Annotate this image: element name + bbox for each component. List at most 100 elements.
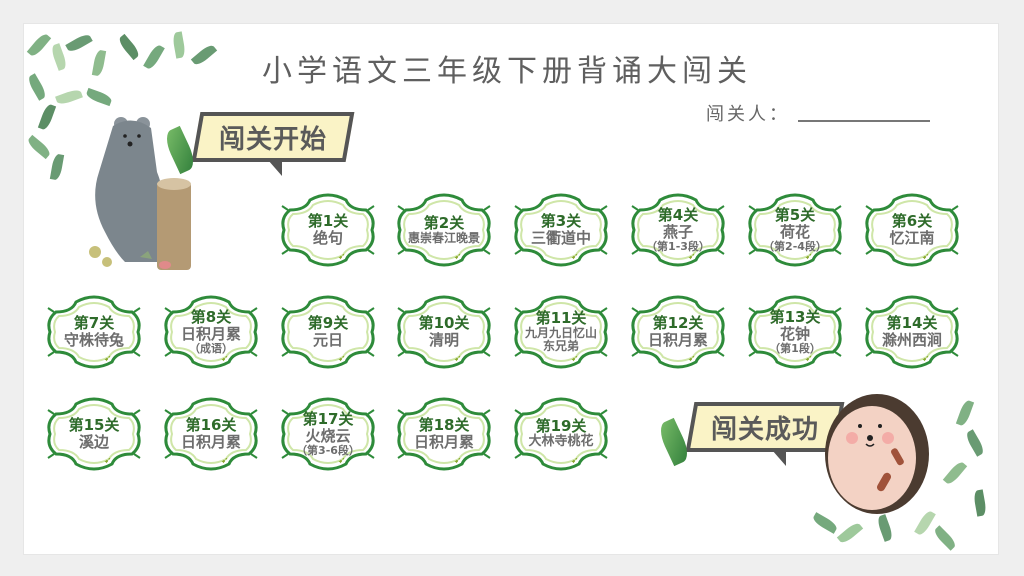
badge-content: 第4关 燕子 （第1-3段） — [626, 192, 730, 268]
level-badge-1[interactable]: 第1关 绝句 ➹ — [276, 192, 380, 274]
badge-content: 第11关 九月九日忆山东兄弟 — [509, 294, 613, 370]
level-badge-16[interactable]: 第16关 日积月累 ➹ — [159, 396, 263, 478]
badge-frame-icon — [631, 295, 725, 369]
level-number: 第19关 — [535, 417, 587, 436]
level-badge-6[interactable]: 第6关 忆江南 ➹ — [860, 192, 964, 274]
level-title: 日积月累 — [647, 331, 708, 349]
level-badge-18[interactable]: 第18关 日积月累 ➹ — [392, 396, 496, 478]
badge-frame-icon — [281, 295, 375, 369]
level-subtitle: （成语） — [189, 341, 233, 355]
badge-frame-icon — [164, 295, 258, 369]
badge-frame-icon — [397, 397, 491, 471]
level-badge-17[interactable]: 第17关 火烧云 （第3-6段） ➹ — [276, 396, 380, 478]
leaf-mark-icon: ➹ — [104, 354, 112, 364]
leaf-mark-icon: ➹ — [338, 456, 346, 466]
badge-frame-icon — [514, 295, 608, 369]
level-badge-10[interactable]: 第10关 清明 ➹ — [392, 294, 496, 376]
level-title: 元日 — [312, 331, 343, 349]
level-badge-2[interactable]: 第2关 惠崇春江晚景 ➹ — [392, 192, 496, 274]
level-title: 惠崇春江晚景 — [408, 230, 481, 245]
level-badge-9[interactable]: 第9关 元日 ➹ — [276, 294, 380, 376]
level-number: 第16关 — [185, 416, 237, 435]
badge-content: 第8关 日积月累 （成语） — [159, 294, 263, 370]
leaf-mark-icon: ➹ — [571, 456, 579, 466]
leaf-mark-icon: ➹ — [454, 252, 462, 262]
level-badge-5[interactable]: 第5关 荷花 （第2-4段） ➹ — [743, 192, 847, 274]
level-title: 绝句 — [312, 229, 343, 247]
level-title: 九月九日忆山东兄弟 — [525, 325, 598, 354]
start-banner-text: 闯关开始 — [218, 124, 327, 155]
level-badge-4[interactable]: 第4关 燕子 （第1-3段） ➹ — [626, 192, 730, 274]
badge-frame-icon — [631, 193, 725, 267]
level-subtitle: （第1-3段） — [646, 239, 710, 253]
level-subtitle: （第1段） — [769, 341, 821, 355]
badge-frame-icon — [281, 193, 375, 267]
badge-frame-icon — [865, 295, 959, 369]
challenger-name-blank[interactable] — [798, 120, 930, 122]
level-title: 滁州西涧 — [881, 331, 942, 349]
leaf-mark-icon: ➹ — [922, 252, 930, 262]
level-number: 第5关 — [774, 206, 816, 225]
badge-content: 第9关 元日 — [276, 294, 380, 370]
level-title: 三衢道中 — [530, 229, 591, 247]
level-number: 第11关 — [535, 309, 587, 328]
badge-frame-icon — [514, 193, 608, 267]
page-title: 小学语文三年级下册背诵大闯关 — [262, 54, 752, 89]
leaf-mark-icon: ➹ — [805, 252, 813, 262]
badge-frame-icon — [397, 295, 491, 369]
badge-frame-icon — [47, 397, 141, 471]
level-title: 忆江南 — [889, 229, 935, 247]
level-badge-7[interactable]: 第7关 守株待兔 ➹ — [42, 294, 146, 376]
level-number: 第15关 — [68, 416, 120, 435]
level-title: 荷花 — [779, 222, 810, 241]
level-subtitle: （第2-4段） — [763, 239, 827, 253]
badge-content: 第6关 忆江南 — [860, 192, 964, 268]
badge-content: 第18关 日积月累 — [392, 396, 496, 472]
level-number: 第9关 — [307, 314, 349, 333]
leaf-mark-icon: ➹ — [221, 354, 229, 364]
badge-frame-icon — [514, 397, 608, 471]
level-number: 第4关 — [657, 206, 699, 225]
level-number: 第13关 — [769, 308, 821, 327]
level-title: 溪边 — [78, 433, 109, 451]
badge-frame-icon — [47, 295, 141, 369]
level-badge-3[interactable]: 第3关 三衢道中 ➹ — [509, 192, 613, 274]
leaf-mark-icon: ➹ — [454, 354, 462, 364]
level-title: 大林寺桃花 — [528, 434, 594, 450]
level-title: 守株待兔 — [63, 331, 124, 349]
challenger-field: 闯关人： — [706, 100, 930, 126]
level-badge-12[interactable]: 第12关 日积月累 ➹ — [626, 294, 730, 376]
hedgehog-icon — [822, 388, 932, 518]
level-title: 日积月累 — [180, 433, 241, 451]
badge-content: 第14关 滁州西涧 — [860, 294, 964, 370]
badge-content: 第13关 花钟 （第1段） — [743, 294, 847, 370]
level-badge-11[interactable]: 第11关 九月九日忆山东兄弟 ➹ — [509, 294, 613, 376]
level-title: 日积月累 — [180, 324, 241, 343]
level-badge-13[interactable]: 第13关 花钟 （第1段） ➹ — [743, 294, 847, 376]
badge-frame-icon — [281, 397, 375, 471]
level-number: 第8关 — [190, 308, 232, 327]
badge-content: 第12关 日积月累 — [626, 294, 730, 370]
badge-content: 第3关 三衢道中 — [509, 192, 613, 268]
leaf-mark-icon: ➹ — [338, 252, 346, 262]
level-badge-14[interactable]: 第14关 滁州西涧 ➹ — [860, 294, 964, 376]
challenger-label: 闯关人： — [706, 104, 790, 125]
badge-content: 第16关 日积月累 — [159, 396, 263, 472]
badge-frame-icon — [748, 193, 842, 267]
level-badge-19[interactable]: 第19关 大林寺桃花 ➹ — [509, 396, 613, 478]
level-badge-15[interactable]: 第15关 溪边 ➹ — [42, 396, 146, 478]
leaf-mark-icon: ➹ — [104, 456, 112, 466]
level-number: 第6关 — [891, 212, 933, 231]
badge-frame-icon — [397, 193, 491, 267]
level-badge-8[interactable]: 第8关 日积月累 （成语） ➹ — [159, 294, 263, 376]
success-banner-text: 闯关成功 — [710, 414, 819, 445]
level-title: 日积月累 — [413, 433, 474, 451]
badge-frame-icon — [748, 295, 842, 369]
bear-icon — [85, 112, 195, 272]
level-number: 第17关 — [302, 410, 354, 429]
badge-content: 第1关 绝句 — [276, 192, 380, 268]
badge-content: 第7关 守株待兔 — [42, 294, 146, 370]
badge-frame-icon — [865, 193, 959, 267]
leaf-mark-icon: ➹ — [221, 456, 229, 466]
level-subtitle: （第3-6段） — [296, 443, 360, 457]
